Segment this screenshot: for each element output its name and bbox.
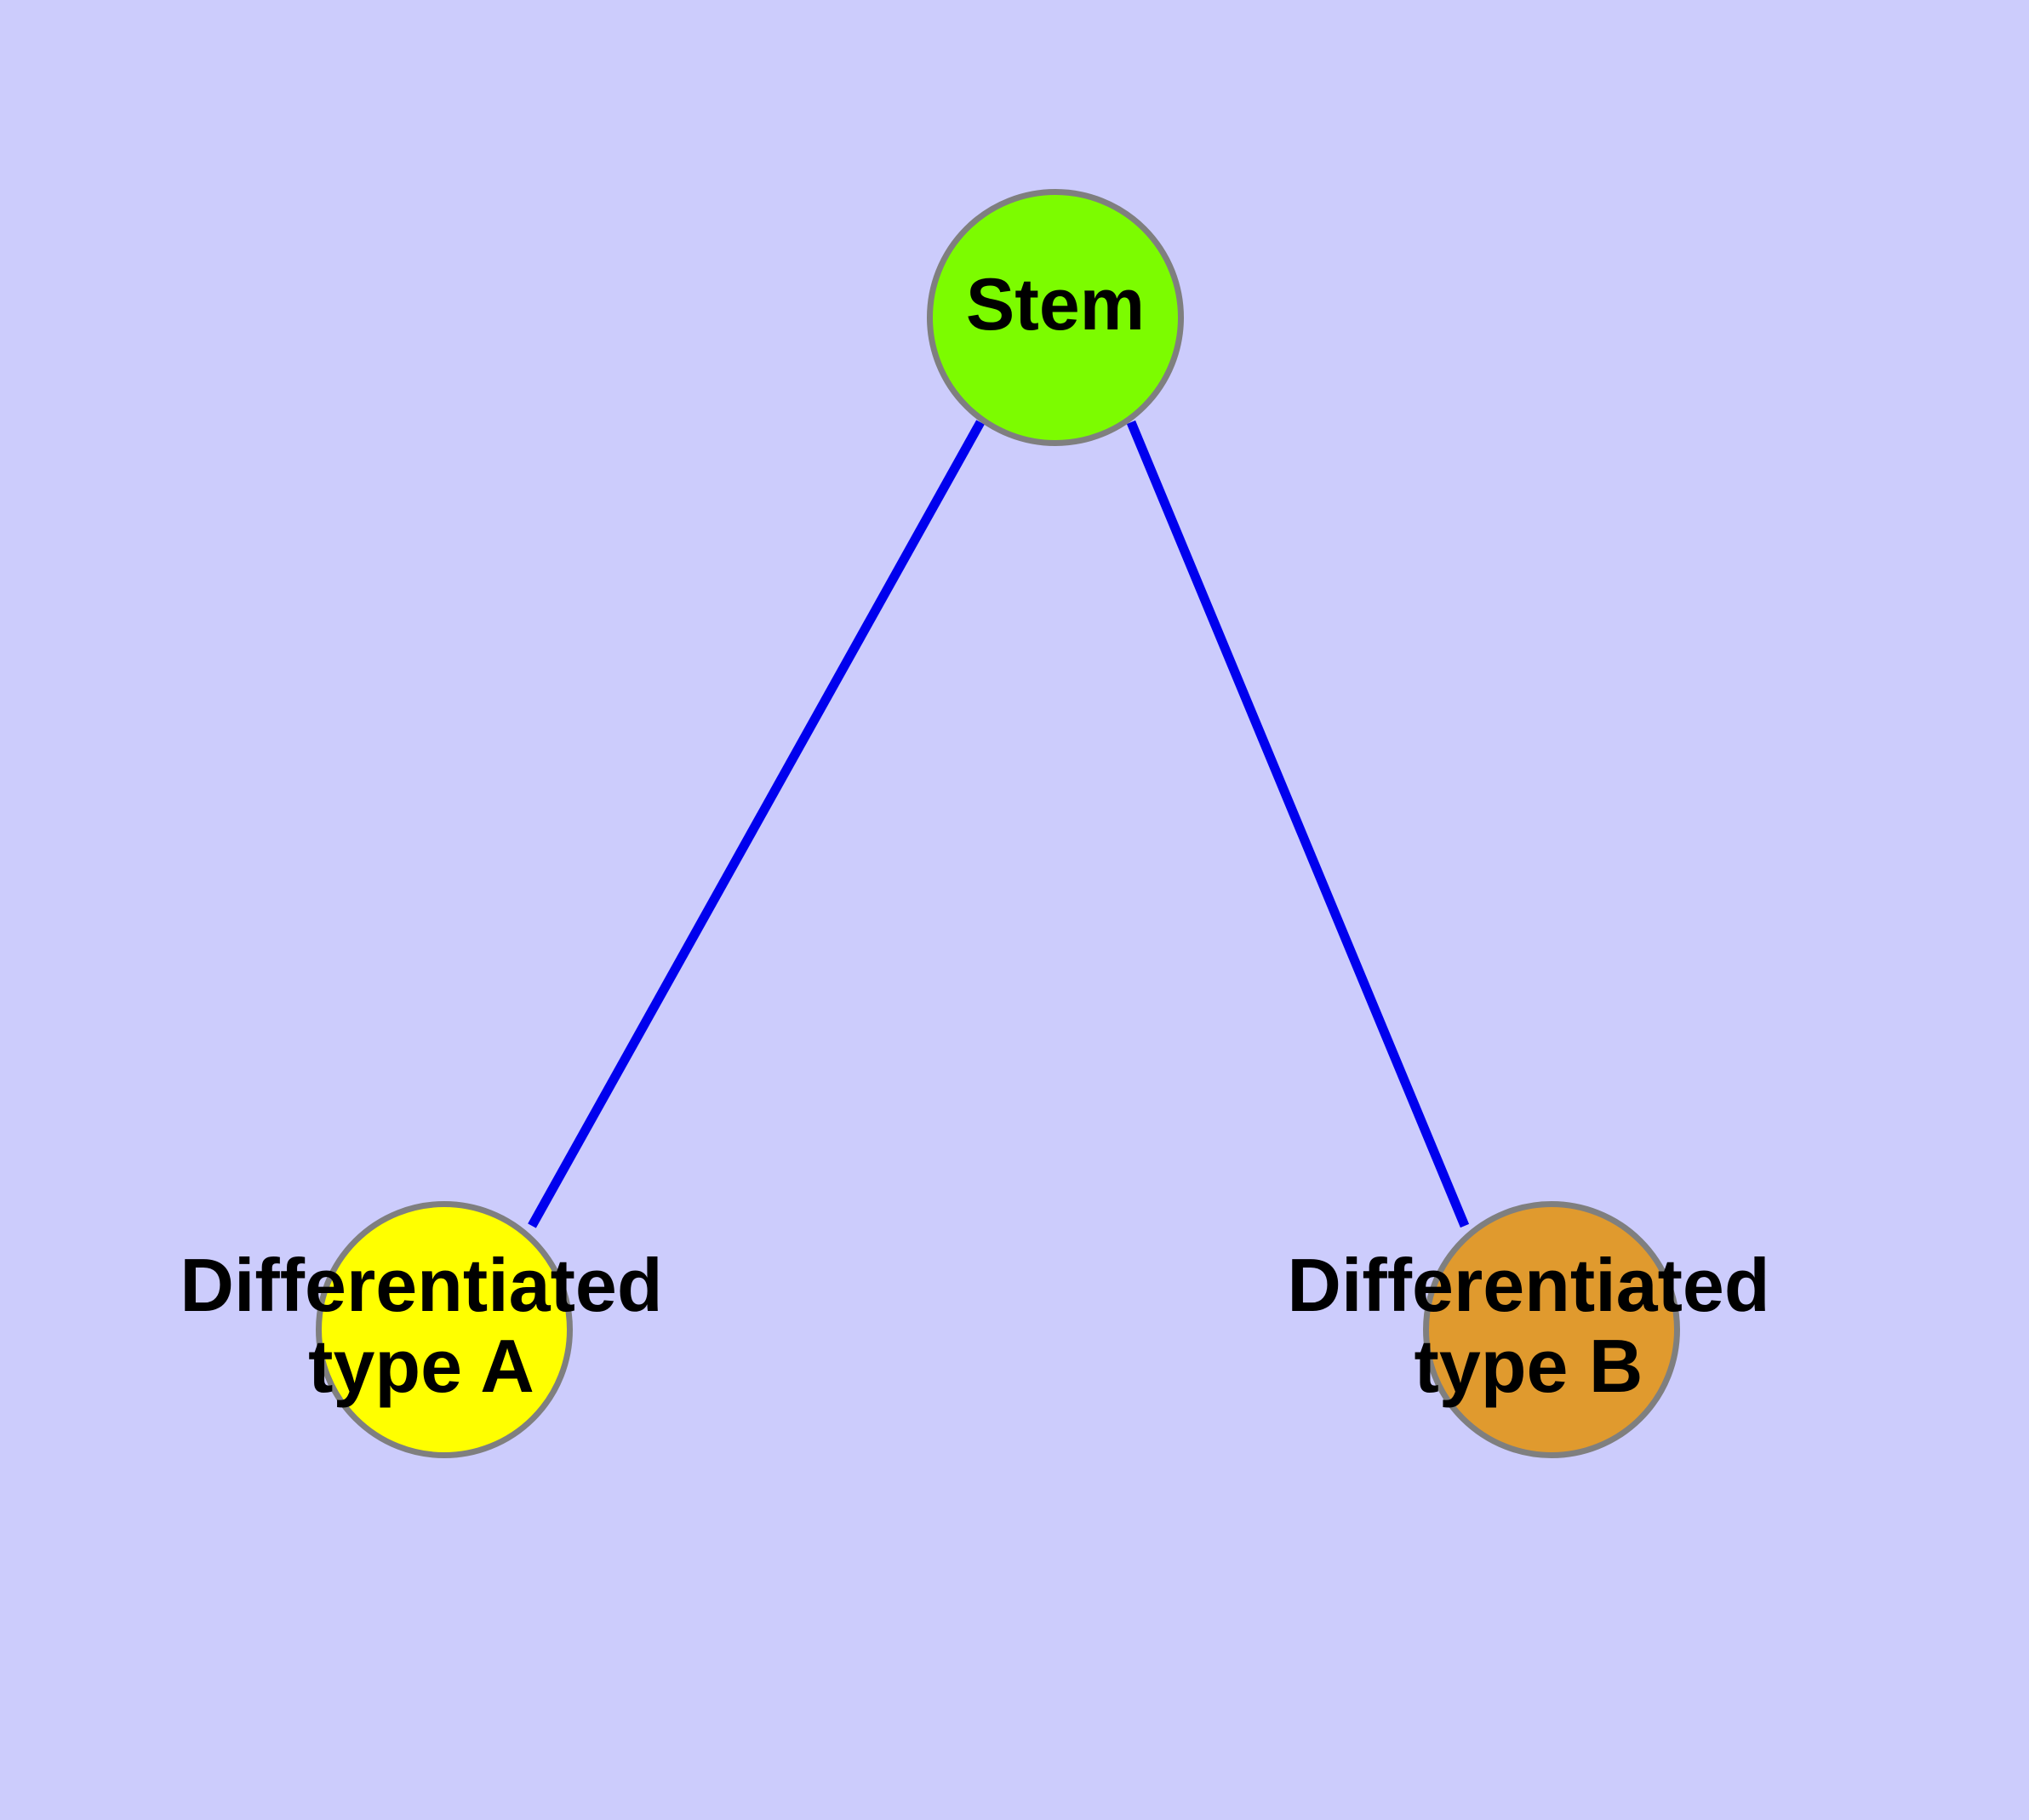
node-stem[interactable] (927, 189, 1184, 446)
edge-stem-to-differentiated-type-b (1126, 420, 1470, 1228)
node-differentiated-type-b[interactable] (1423, 1201, 1680, 1458)
edge-stem-to-differentiated-type-a (528, 420, 985, 1228)
node-differentiated-type-a[interactable] (316, 1201, 573, 1458)
